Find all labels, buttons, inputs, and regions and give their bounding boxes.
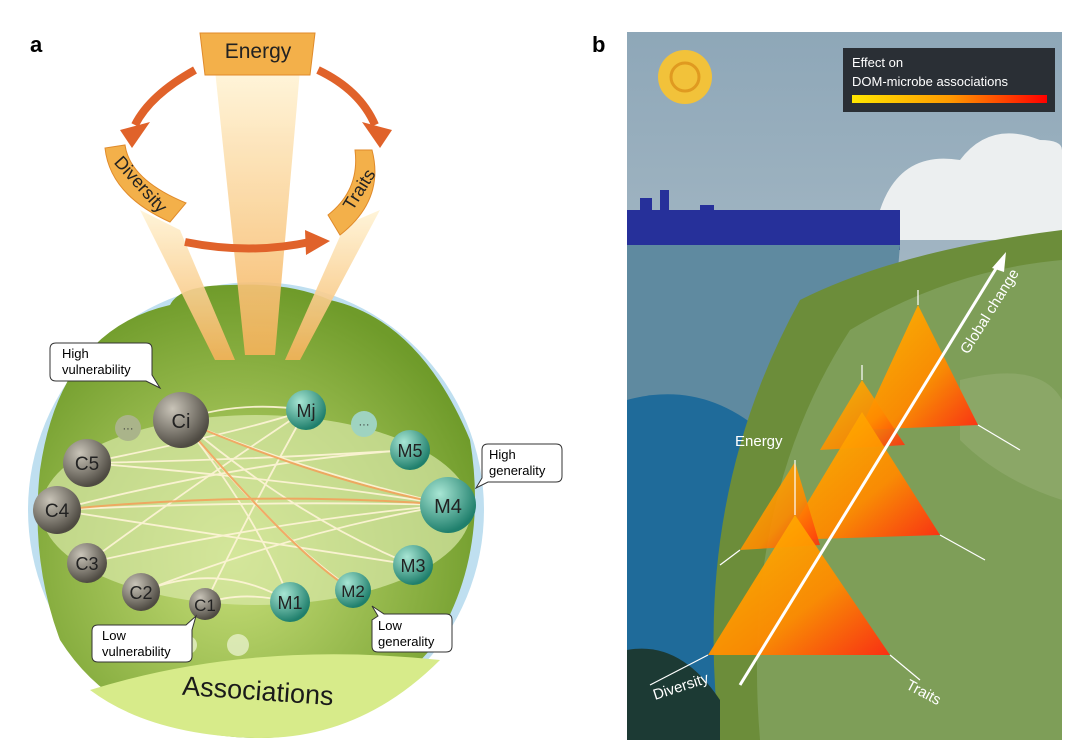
svg-text:Energy: Energy [225, 40, 292, 63]
triangle-4 [860, 305, 978, 430]
panel-b-label: b [592, 32, 605, 57]
svg-text:C5: C5 [75, 454, 99, 475]
feedback-arrows [131, 66, 379, 253]
callout-high-generality: High generality [474, 443, 563, 490]
callout-low-generality: Low generality [371, 605, 453, 653]
node-ellipsis-m: ··· [351, 411, 377, 437]
svg-text:M3: M3 [400, 556, 425, 576]
svg-text:High: High [489, 447, 516, 462]
svg-text:Low: Low [102, 628, 126, 643]
svg-text:Effect on: Effect on [852, 55, 903, 70]
node-ci: Ci [153, 392, 209, 448]
callout-low-vulnerability: Low vulnerability [91, 614, 197, 663]
triangle-series [649, 252, 1021, 686]
svg-text:···: ··· [359, 419, 370, 431]
svg-text:C4: C4 [45, 501, 70, 522]
svg-text:generality: generality [489, 463, 546, 478]
svg-text:M5: M5 [397, 441, 422, 461]
node-c3: C3 [67, 543, 107, 583]
diversity-block: Diversity [104, 144, 187, 223]
consumer-nodes: Ci ··· C5 C4 C3 C2 C1 [33, 392, 221, 620]
node-m5: M5 [390, 430, 430, 470]
svg-text:generality: generality [378, 634, 435, 649]
svg-text:Mj: Mj [297, 401, 316, 421]
node-m2: M2 [335, 572, 371, 608]
energy-beams [140, 70, 380, 360]
svg-text:vulnerability: vulnerability [102, 644, 171, 659]
legend-gradient-bar [852, 95, 1047, 103]
svg-text:M1: M1 [277, 593, 302, 613]
sphere [28, 282, 484, 739]
svg-text:Ci: Ci [172, 411, 191, 433]
node-ellipsis-c: ··· [115, 415, 141, 441]
microbe-nodes: Mj ··· M5 M4 M3 M2 M1 [270, 390, 476, 622]
energy-block: Energy [199, 32, 316, 76]
svg-text:High: High [62, 346, 89, 361]
svg-text:···: ··· [123, 423, 134, 435]
node-m1: M1 [270, 582, 310, 622]
svg-text:Traits: Traits [339, 165, 379, 213]
node-c2: C2 [122, 573, 160, 611]
arrowheads [120, 122, 392, 255]
node-c5: C5 [63, 439, 111, 487]
legend: Effect on DOM-microbe associations [843, 48, 1055, 112]
axis-label-energy: Energy [735, 433, 783, 450]
svg-text:vulnerability: vulnerability [62, 362, 131, 377]
svg-text:C1: C1 [194, 596, 216, 615]
svg-text:M4: M4 [434, 496, 462, 518]
node-m3: M3 [393, 545, 433, 585]
svg-text:Low: Low [378, 618, 402, 633]
triangle-0 [708, 515, 890, 655]
svg-text:C2: C2 [129, 583, 152, 603]
node-mj: Mj [286, 390, 326, 430]
svg-text:DOM-microbe associations: DOM-microbe associations [852, 74, 1009, 89]
callout-high-vulnerability: High vulnerability [49, 342, 162, 390]
triangle-2 [785, 412, 940, 540]
panel-a-label: a [30, 32, 43, 57]
node-m4: M4 [420, 477, 476, 533]
node-c1: C1 [189, 588, 221, 620]
svg-text:M2: M2 [341, 582, 365, 601]
node-c4: C4 [33, 486, 81, 534]
svg-text:C3: C3 [75, 554, 98, 574]
global-change-arrow [738, 261, 1002, 686]
